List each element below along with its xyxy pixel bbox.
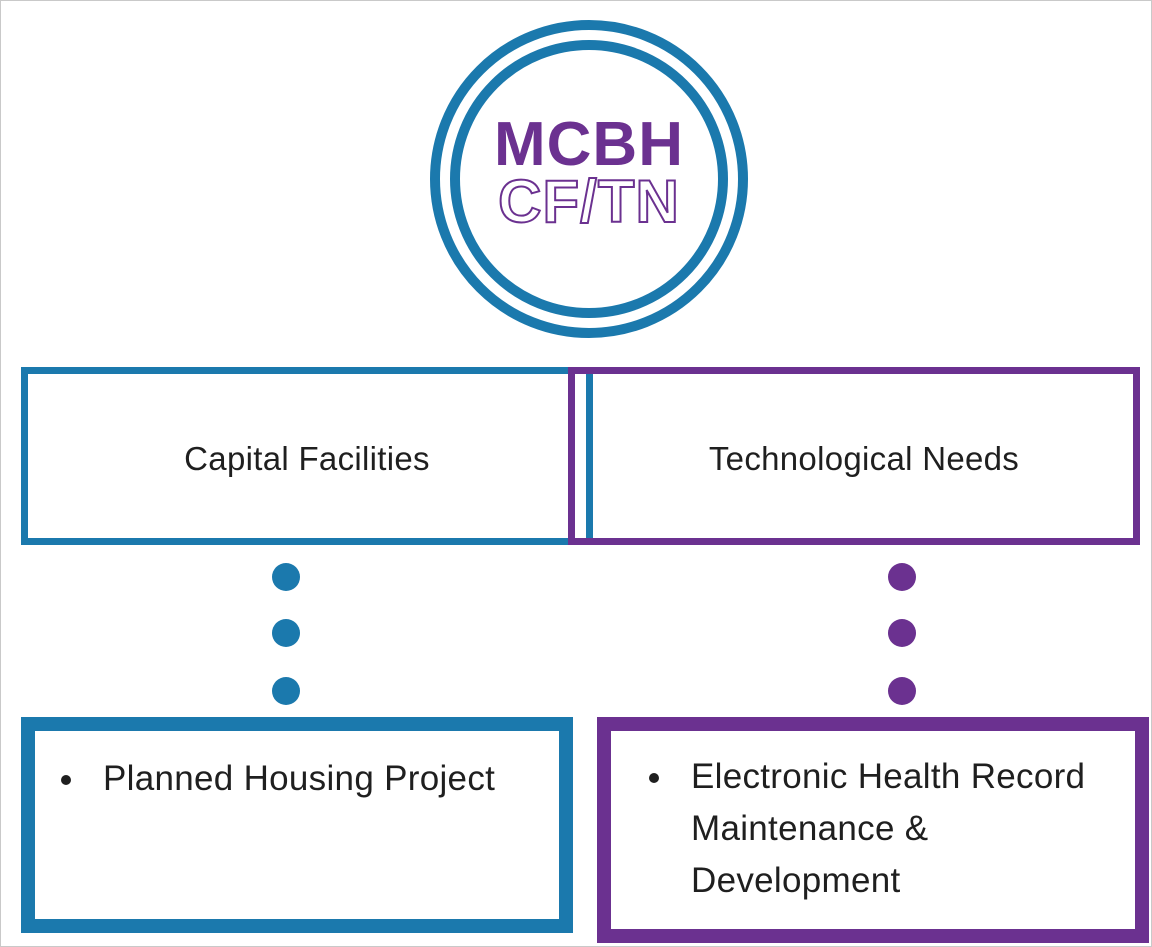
connector-dot-cf-1: [272, 563, 300, 591]
bullet-icon: [61, 775, 71, 785]
list-item: Electronic Health Record Maintenance & D…: [649, 751, 1111, 907]
list-item-text: Electronic Health Record Maintenance & D…: [691, 757, 1086, 900]
category-box-capital-facilities: Capital Facilities: [21, 367, 593, 545]
mcbh-logo: MCBH CF/TN: [429, 19, 749, 339]
detail-list-capital-facilities: Planned Housing Project: [61, 753, 543, 805]
connector-dot-cf-3: [272, 677, 300, 705]
connector-dot-cf-2: [272, 619, 300, 647]
logo-line2: CF/TN: [498, 168, 680, 235]
category-label-capital-facilities: Capital Facilities: [184, 440, 430, 477]
detail-box-technological-needs: Electronic Health Record Maintenance & D…: [597, 717, 1149, 943]
detail-box-capital-facilities: Planned Housing Project: [21, 717, 573, 933]
list-item-text: Planned Housing Project: [103, 759, 496, 798]
logo-inner-ring: [450, 40, 728, 318]
connector-dot-tn-3: [888, 677, 916, 705]
detail-list-technological-needs: Electronic Health Record Maintenance & D…: [649, 751, 1111, 907]
list-item: Planned Housing Project: [61, 753, 543, 805]
category-label-technological-needs: Technological Needs: [708, 440, 1020, 477]
logo-line1: MCBH: [494, 110, 684, 179]
logo-emblem: MCBH CF/TN: [430, 20, 748, 338]
connector-dot-tn-1: [888, 563, 916, 591]
category-box-technological-needs: Technological Needs: [568, 367, 1140, 545]
connector-dot-tn-2: [888, 619, 916, 647]
bullet-icon: [649, 773, 659, 783]
logo-outer-ring: [430, 20, 748, 338]
